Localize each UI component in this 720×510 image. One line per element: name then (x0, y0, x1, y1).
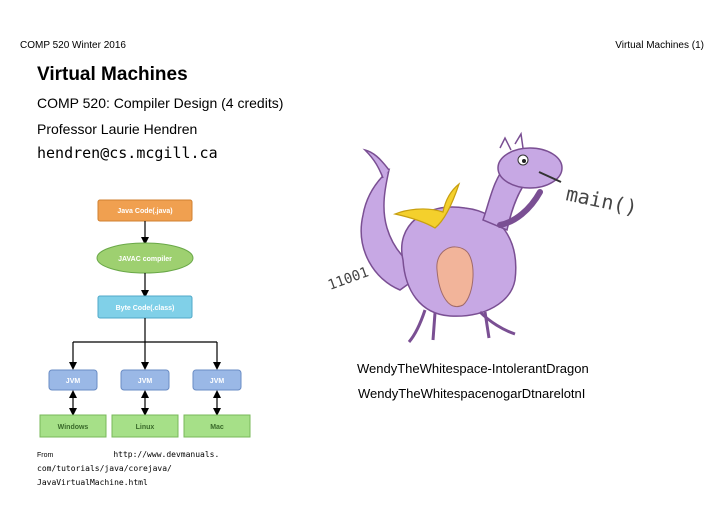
header-slide-number: Virtual Machines (1) (615, 40, 704, 51)
dragon-mouth (538, 171, 562, 183)
professor-email: hendren@cs.mcgill.ca (37, 144, 218, 162)
credit-from-label: From (37, 452, 54, 459)
jvm-label-2: JVM (138, 378, 153, 385)
jvm-label-3: JVM (210, 378, 225, 385)
jvm-label-1: JVM (66, 378, 81, 385)
dragon-spikes (499, 131, 524, 151)
course-name: COMP 520: Compiler Design (4 credits) (37, 95, 284, 111)
dragon-head (497, 147, 563, 189)
linux-label: Linux (136, 424, 155, 431)
image-credit: From http://www.devmanuals. com/tutorials… (37, 448, 267, 490)
slide-title: Virtual Machines (37, 64, 188, 85)
mac-box (183, 414, 251, 438)
mac-label: Mac (210, 424, 224, 431)
dragon-text-binary: 11001 (326, 264, 371, 293)
jvm-flow-diagram: Java Code(.java) JAVAC compiler Byte Cod… (39, 199, 251, 438)
professor-name: Professor Laurie Hendren (37, 121, 198, 137)
header-course: COMP 520 Winter 2016 (20, 40, 126, 51)
java-code-label: Java Code(.java) (117, 208, 172, 215)
windows-box (39, 414, 107, 438)
dragon-leg-right (478, 310, 516, 339)
javac-compiler-label: JAVAC compiler (118, 256, 172, 263)
dragon-leg-left (407, 309, 437, 343)
credit-url-part-2: com/tutorials/java/corejava/ (37, 464, 172, 473)
byte-code-label: Byte Code(.class) (116, 305, 175, 312)
dragon-arm (497, 189, 543, 228)
dragon-illustration: main() 11001 (326, 131, 640, 343)
dragon-caption: WendyTheWhitespace-IntolerantDragon (357, 361, 589, 376)
dragon-pupil (522, 159, 526, 163)
dragon-text-main: main() (564, 181, 640, 219)
credit-url-part-3: JavaVirtualMachine.html (37, 478, 148, 487)
credit-url-part-1: http://www.devmanuals. (113, 450, 220, 459)
dragon-belly (436, 246, 474, 308)
linux-box (111, 414, 179, 438)
windows-label: Windows (58, 424, 89, 431)
dragon-wing (392, 182, 461, 229)
dragon-tail-tip (362, 148, 390, 179)
dragon-caption-reversed: WendyTheWhitespacenogarDtnarelotnI (358, 386, 586, 401)
